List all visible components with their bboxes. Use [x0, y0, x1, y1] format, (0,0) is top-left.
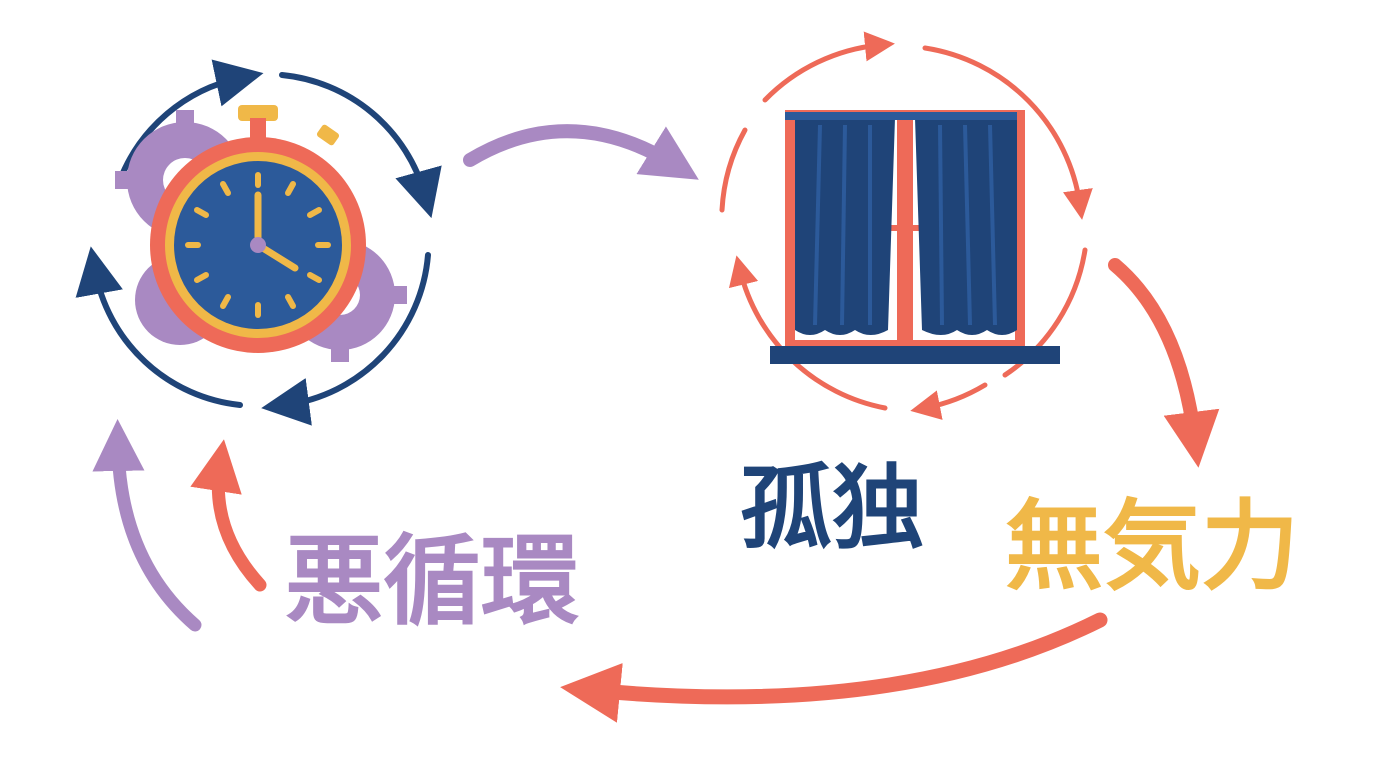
window-cycle — [719, 31, 1093, 420]
arrow-apathy-to-cycle — [560, 612, 1108, 723]
label-loneliness: 孤独 — [740, 455, 924, 562]
label-vicious-cycle: 悪循環 — [285, 525, 579, 639]
arrow-coral-up — [190, 439, 267, 592]
blue-cycle-arrows-icon — [75, 59, 442, 426]
arrow-window-to-apathy — [1108, 258, 1220, 468]
arrow-clock-to-window — [463, 124, 699, 180]
arrow-purple-up — [92, 419, 202, 632]
stopwatch-cycle — [75, 59, 442, 426]
stopwatch-icon — [150, 105, 366, 353]
label-apathy: 無気力 — [1005, 490, 1299, 604]
window-curtain-icon — [770, 110, 1060, 364]
connector-arrows — [92, 124, 1220, 723]
